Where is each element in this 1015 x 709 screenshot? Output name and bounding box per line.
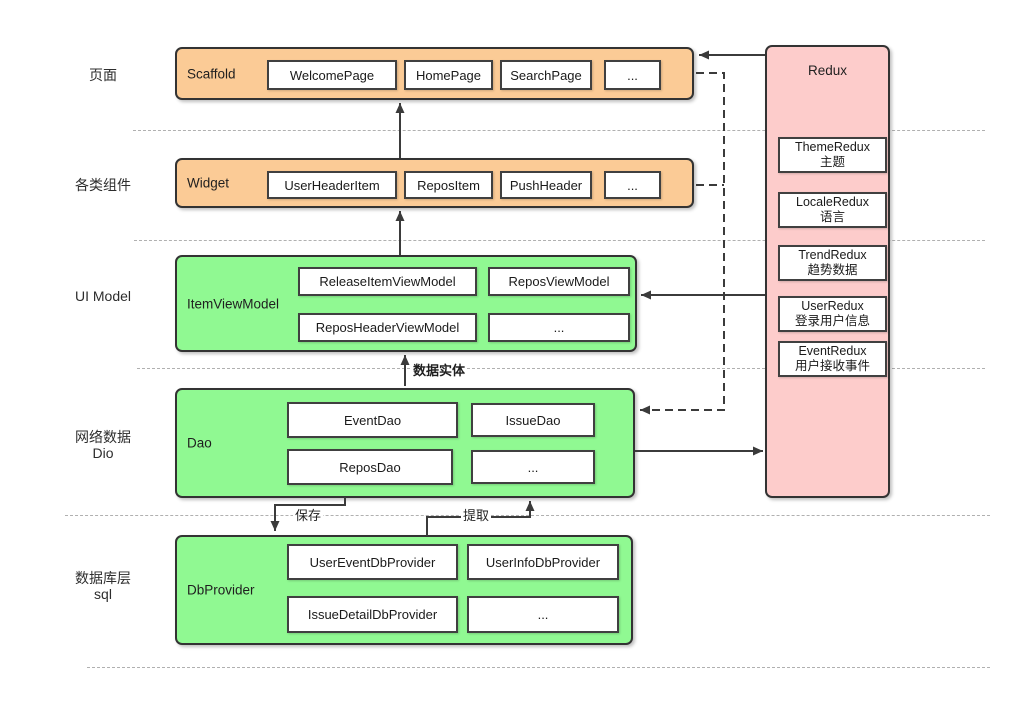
dao-layer-box: Dao EventDao IssueDao ReposDao ... [175, 388, 635, 498]
separator-line-3 [137, 368, 985, 369]
node-repos-item: ReposItem [404, 171, 493, 199]
node-event-redux: EventRedux 用户接收事件 [778, 341, 887, 377]
locale-redux-name: LocaleRedux [796, 195, 869, 209]
scaffold-layer-box: Scaffold WelcomePage HomePage SearchPage… [175, 47, 694, 100]
node-pages-more: ... [604, 60, 661, 90]
node-repos-dao: ReposDao [287, 449, 453, 485]
widget-layer-title: Widget [187, 175, 230, 191]
edge-label-data-entity: 数据实体 [411, 362, 468, 379]
node-repos-header-view-model: ReposHeaderViewModel [298, 313, 477, 342]
dbprovider-layer-title: DbProvider [187, 582, 255, 598]
user-redux-desc: 登录用户信息 [794, 314, 870, 328]
separator-line-4 [65, 515, 990, 516]
dao-layer-title: Dao [187, 435, 212, 451]
node-search-page: SearchPage [500, 60, 592, 90]
node-event-dao: EventDao [287, 402, 458, 438]
node-view-models-more: ... [488, 313, 630, 342]
theme-redux-desc: 主题 [819, 155, 845, 169]
user-redux-name: UserRedux [801, 299, 864, 313]
edge-label-fetch: 提取 [461, 507, 492, 524]
event-redux-name: EventRedux [798, 344, 867, 358]
row-label-widgets: 各类组件 [75, 177, 131, 193]
event-redux-desc: 用户接收事件 [794, 359, 870, 373]
separator-line-2 [134, 240, 985, 241]
redux-title: Redux [807, 63, 848, 78]
row-label-network: 网络数据 Dio [75, 429, 131, 461]
scaffold-layer-title: Scaffold [187, 66, 236, 81]
node-user-redux: UserRedux 登录用户信息 [778, 296, 887, 332]
node-widgets-more: ... [604, 171, 661, 199]
node-user-header-item: UserHeaderItem [267, 171, 397, 199]
node-theme-redux: ThemeRedux 主题 [778, 137, 887, 173]
row-label-page: 页面 [89, 67, 117, 83]
node-issue-dao: IssueDao [471, 403, 595, 437]
node-welcome-page: WelcomePage [267, 60, 397, 90]
node-trend-redux: TrendRedux 趋势数据 [778, 245, 887, 281]
separator-line-5 [87, 667, 990, 668]
row-label-ui-model: UI Model [74, 288, 132, 304]
widget-layer-box: Widget UserHeaderItem ReposItem PushHead… [175, 158, 694, 208]
node-user-event-db-provider: UserEventDbProvider [287, 544, 458, 580]
redux-store-box: Redux ThemeRedux 主题 LocaleRedux 语言 Trend… [765, 45, 890, 498]
row-label-database: 数据库层 sql [75, 570, 131, 602]
trend-redux-name: TrendRedux [798, 248, 867, 262]
dashed-arrow-scaffold-to-dao [640, 72, 725, 415]
theme-redux-name: ThemeRedux [794, 140, 871, 154]
trend-redux-desc: 趋势数据 [807, 263, 858, 277]
node-repos-view-model: ReposViewModel [488, 267, 630, 296]
node-issue-detail-db-provider: IssueDetailDbProvider [287, 596, 458, 633]
node-locale-redux: LocaleRedux 语言 [778, 192, 887, 228]
node-push-header: PushHeader [500, 171, 592, 199]
node-db-providers-more: ... [467, 596, 619, 633]
separator-line-1 [133, 130, 985, 131]
itemviewmodel-layer-box: ItemViewModel ReleaseItemViewModel Repos… [175, 255, 637, 352]
edge-label-save: 保存 [293, 507, 324, 524]
locale-redux-desc: 语言 [819, 210, 845, 224]
node-daos-more: ... [471, 450, 595, 484]
itemviewmodel-layer-title: ItemViewModel [187, 296, 280, 311]
node-release-item-view-model: ReleaseItemViewModel [298, 267, 477, 296]
dbprovider-layer-box: DbProvider UserEventDbProvider UserInfoD… [175, 535, 633, 645]
node-user-info-db-provider: UserInfoDbProvider [467, 544, 619, 580]
node-home-page: HomePage [404, 60, 493, 90]
